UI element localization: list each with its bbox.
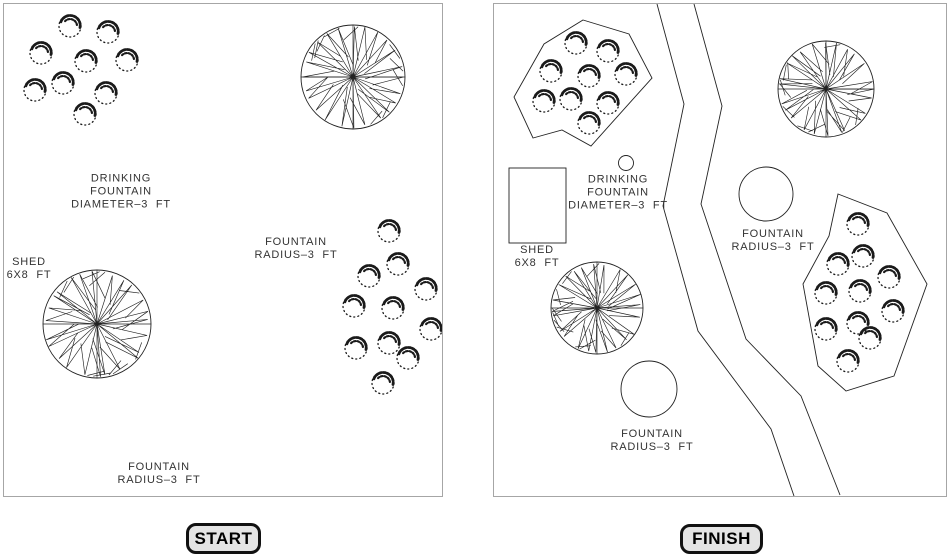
drinking-fountain-label: DRINKING FOUNTAIN DIAMETER–3 FT [71, 172, 171, 211]
shrub-icon [51, 71, 75, 95]
fountain-circle-south [620, 360, 678, 418]
fountain-label-east: FOUNTAIN RADIUS–3 FT [254, 236, 338, 261]
shrub-icon [377, 219, 401, 243]
fountain-label-south: FOUNTAIN RADIUS–3 FT [117, 461, 201, 486]
shrub-icon [23, 78, 47, 102]
shrub-icon [826, 252, 850, 276]
shrub-icon [414, 277, 438, 301]
drinking-fountain-circle [618, 155, 634, 171]
shrub-icon [115, 48, 139, 72]
tree-icon [777, 40, 875, 138]
shrub-icon [846, 311, 870, 335]
shrub-icon [858, 326, 882, 350]
shrub-icon [836, 349, 860, 373]
shrub-icon [851, 244, 875, 268]
finish-plan-drawing [508, 4, 928, 496]
shrub-icon [532, 89, 556, 113]
shrub-icon [419, 317, 442, 341]
shrub-icon [846, 212, 870, 236]
start-plan-panel: DRINKING FOUNTAIN DIAMETER–3 FT FOUNTAIN … [3, 3, 443, 497]
tree-icon [550, 261, 644, 355]
walkway-path-line [656, 4, 795, 496]
shrub-icon [342, 294, 366, 318]
shrub-icon [596, 91, 620, 115]
shrub-icon [814, 317, 838, 341]
shrub-icon [396, 346, 420, 370]
shrub-icon [596, 39, 620, 63]
shrub-icon [848, 279, 872, 303]
shrub-icon [73, 102, 97, 126]
shrub-icon [577, 64, 601, 88]
start-plan-drawing [23, 14, 442, 395]
shrub-icon [96, 20, 120, 44]
planting-bed-outline [802, 193, 928, 392]
shrub-icon [577, 111, 601, 135]
walkway-path-line [693, 4, 841, 496]
shrub-icon [614, 62, 638, 86]
drinking-fountain-label: DRINKING FOUNTAIN DIAMETER–3 FT [568, 173, 668, 212]
shrub-icon [539, 59, 563, 83]
start-caption-badge: START [186, 523, 261, 554]
shrub-icon [564, 31, 588, 55]
shrub-icon [559, 87, 583, 111]
shrub-icon [94, 81, 118, 105]
fountain-label-south: FOUNTAIN RADIUS–3 FT [610, 428, 694, 453]
shed-rect [508, 167, 567, 244]
shrub-icon [814, 281, 838, 305]
tree-icon [300, 24, 406, 130]
fountain-circle-east [738, 166, 794, 222]
shrub-icon [877, 265, 901, 289]
shrub-icon [386, 252, 410, 276]
finish-caption-badge: FINISH [680, 524, 763, 554]
shrub-icon [74, 49, 98, 73]
shrub-icon [29, 41, 53, 65]
shrub-icon [881, 299, 905, 323]
shed-label: SHED 6X8 FT [514, 244, 560, 269]
shrub-icon [58, 14, 82, 38]
tree-icon [42, 269, 152, 379]
fountain-label-east: FOUNTAIN RADIUS–3 FT [731, 228, 815, 253]
finish-plan-panel: DRINKING FOUNTAIN DIAMETER–3 FT SHED 6X8 … [493, 3, 947, 497]
shrub-icon [377, 331, 401, 355]
shrub-icon [381, 296, 405, 320]
shrub-icon [357, 264, 381, 288]
shrub-icon [344, 336, 368, 360]
shrub-icon [371, 371, 395, 395]
planting-bed-outline [513, 19, 653, 147]
shed-label: SHED 6X8 FT [6, 256, 52, 281]
